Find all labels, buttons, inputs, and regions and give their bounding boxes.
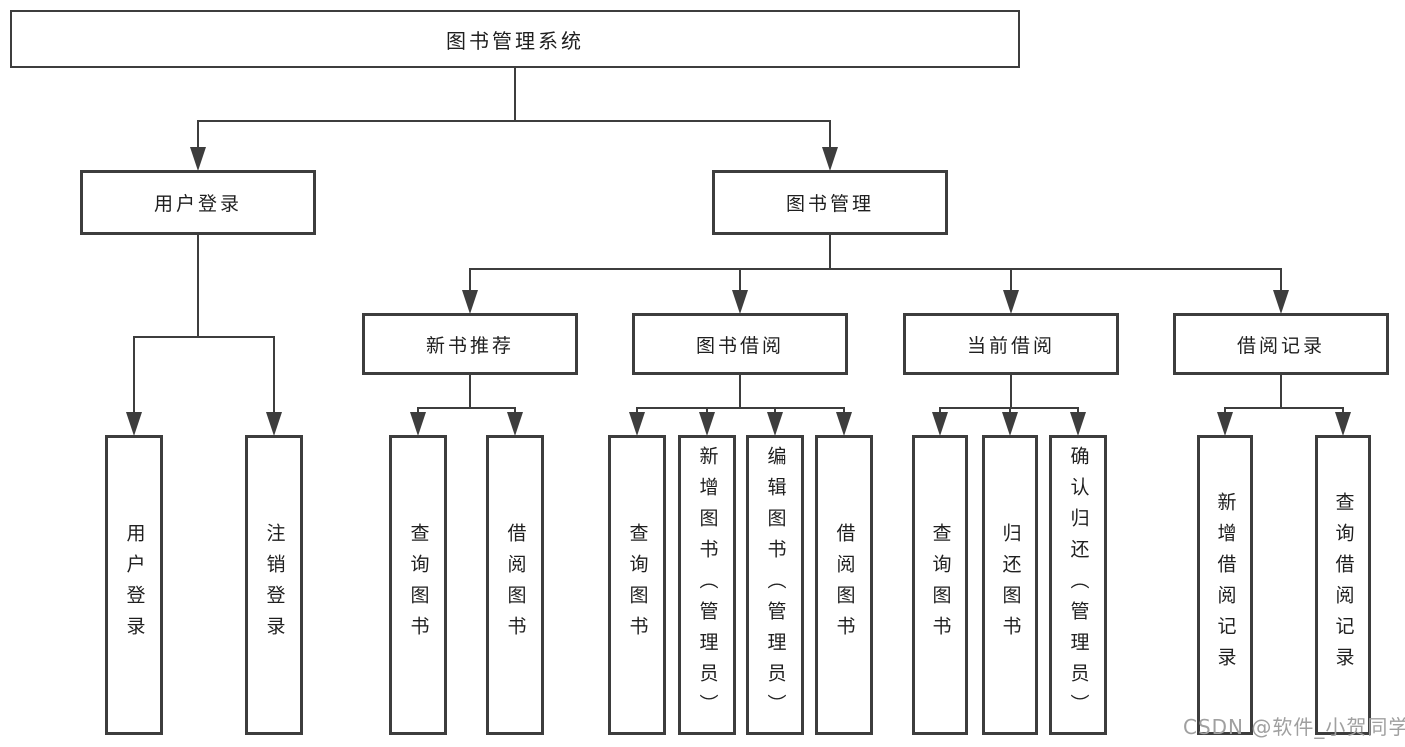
connector-line	[1224, 407, 1344, 409]
arrow-down-icon	[1217, 412, 1233, 436]
arrow-down-icon	[190, 147, 206, 171]
node-label: 借阅记录	[1236, 334, 1325, 357]
node-label: 归还图书	[999, 523, 1022, 647]
connector-line	[1224, 407, 1226, 414]
arrow-down-icon	[126, 412, 142, 436]
node-label: 查询图书	[407, 523, 430, 647]
node-leaf-add-book: 新增图书（管理员）	[678, 435, 736, 735]
node-label: 图书管理	[785, 193, 874, 215]
arrow-down-icon	[1003, 290, 1019, 314]
arrow-down-icon	[699, 412, 715, 436]
arrow-down-icon	[462, 290, 478, 314]
node-label: 查询图书	[626, 523, 649, 647]
connector-line	[1280, 374, 1282, 409]
connector-line	[636, 407, 638, 414]
node-book-borrow: 图书借阅	[632, 313, 848, 375]
node-label: 当前借阅	[966, 334, 1055, 357]
node-label: 借阅图书	[504, 523, 527, 647]
csdn-watermark: CSDN @软件_小贺同学	[1183, 715, 1405, 739]
node-leaf-edit-book: 编辑图书（管理员）	[746, 435, 804, 735]
connector-line	[843, 407, 845, 414]
connector-line	[197, 120, 199, 149]
node-current-borrow: 当前借阅	[903, 313, 1119, 375]
arrow-down-icon	[732, 290, 748, 314]
connector-line	[514, 407, 516, 414]
node-book-mgmt: 图书管理	[712, 170, 948, 235]
arrow-down-icon	[822, 147, 838, 171]
node-label: 查询借阅记录	[1332, 492, 1355, 678]
arrow-down-icon	[1335, 412, 1351, 436]
connector-line	[133, 336, 135, 414]
node-leaf-query-book-1: 查询图书	[389, 435, 447, 735]
connector-line	[829, 120, 831, 149]
arrow-down-icon	[932, 412, 948, 436]
connector-line	[774, 407, 776, 414]
node-leaf-query-book-3: 查询图书	[912, 435, 968, 735]
node-leaf-return-book: 归还图书	[982, 435, 1038, 735]
node-label: 注销登录	[263, 523, 286, 647]
node-label: 用户登录	[123, 523, 146, 647]
node-leaf-query-book-2: 查询图书	[608, 435, 666, 735]
connector-line	[739, 268, 741, 292]
arrow-down-icon	[410, 412, 426, 436]
arrow-down-icon	[507, 412, 523, 436]
node-label: 新增图书（管理员）	[696, 445, 719, 725]
node-user-login: 用户登录	[80, 170, 316, 235]
arrow-down-icon	[266, 412, 282, 436]
connector-line	[514, 67, 516, 122]
node-label: 编辑图书（管理员）	[764, 445, 787, 725]
node-leaf-query-record: 查询借阅记录	[1315, 435, 1371, 735]
arrow-down-icon	[1070, 412, 1086, 436]
node-borrow-records: 借阅记录	[1173, 313, 1389, 375]
node-root: 图书管理系统	[10, 10, 1020, 68]
arrow-down-icon	[767, 412, 783, 436]
connector-line	[829, 234, 831, 270]
node-new-book-rec: 新书推荐	[362, 313, 578, 375]
connector-line	[197, 234, 199, 338]
arrow-down-icon	[1273, 290, 1289, 314]
connector-line	[417, 407, 419, 414]
connector-line	[469, 268, 1282, 270]
connector-line	[1010, 374, 1012, 409]
connector-line	[636, 407, 845, 409]
node-leaf-add-record: 新增借阅记录	[1197, 435, 1253, 735]
arrow-down-icon	[1002, 412, 1018, 436]
arrow-down-icon	[836, 412, 852, 436]
node-leaf-confirm-return: 确认归还（管理员）	[1049, 435, 1107, 735]
node-label: 用户登录	[153, 193, 242, 215]
node-leaf-borrow-book-1: 借阅图书	[486, 435, 544, 735]
connector-line	[1280, 268, 1282, 292]
connector-line	[133, 336, 275, 338]
node-label: 图书借阅	[695, 334, 784, 357]
node-label: 图书管理系统	[446, 28, 584, 53]
node-label: 查询图书	[929, 523, 952, 647]
connector-line	[739, 374, 741, 409]
node-label: 借阅图书	[833, 523, 856, 647]
connector-line	[197, 120, 831, 122]
connector-line	[1010, 268, 1012, 292]
connector-line	[939, 407, 941, 414]
connector-line	[1077, 407, 1079, 414]
connector-line	[469, 374, 471, 409]
node-label: 确认归还（管理员）	[1067, 445, 1090, 725]
node-label: 新增借阅记录	[1214, 492, 1237, 678]
node-label: 新书推荐	[425, 334, 514, 357]
connector-line	[1342, 407, 1344, 414]
connector-line	[469, 268, 471, 292]
connector-line	[706, 407, 708, 414]
arrow-down-icon	[629, 412, 645, 436]
node-leaf-borrow-book-2: 借阅图书	[815, 435, 873, 735]
connector-line	[417, 407, 516, 409]
connector-line	[273, 336, 275, 414]
node-leaf-logout: 注销登录	[245, 435, 303, 735]
connector-line	[1009, 407, 1011, 414]
node-leaf-user-login: 用户登录	[105, 435, 163, 735]
